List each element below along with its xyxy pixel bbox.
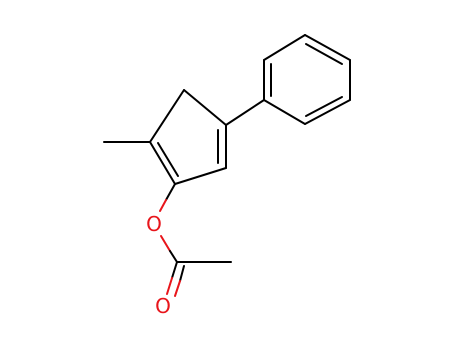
carbonyl-oxygen-label: O xyxy=(155,294,171,318)
ester-single-bond xyxy=(159,183,176,212)
carbonyl-double-bond xyxy=(166,261,185,297)
ester-oxygen-label: O xyxy=(146,212,162,236)
ester-oxygen-carbonyl-bond xyxy=(160,235,178,263)
phenyl-ring xyxy=(263,34,351,125)
cyclopentadiene-ring xyxy=(149,89,227,185)
phenyl-ring-link-bond xyxy=(225,99,265,126)
